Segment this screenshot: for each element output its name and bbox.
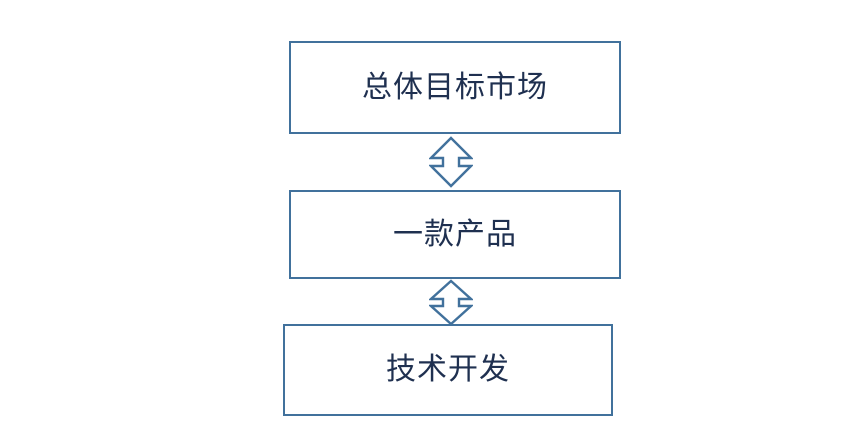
connector-product-techdev[interactable] (429, 279, 473, 326)
node-total-market[interactable]: 总体目标市场 (289, 41, 621, 134)
connector-market-product[interactable] (429, 136, 473, 188)
node-total-market-label: 总体目标市场 (362, 70, 548, 104)
node-tech-dev[interactable]: 技术开发 (283, 324, 613, 416)
double-headed-vertical-arrow-icon (429, 136, 473, 188)
node-tech-dev-label: 技术开发 (386, 353, 510, 386)
node-one-product-label: 一款产品 (393, 217, 517, 251)
node-one-product[interactable]: 一款产品 (289, 190, 621, 279)
double-headed-vertical-arrow-icon (429, 279, 473, 326)
